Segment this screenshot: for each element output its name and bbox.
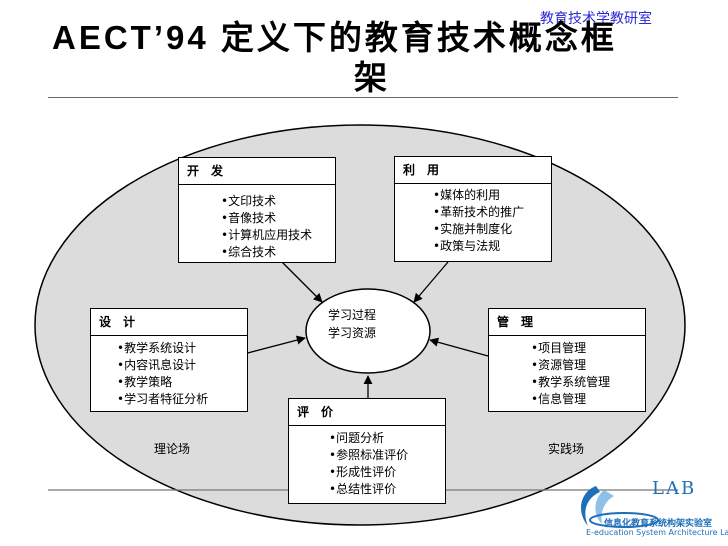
center-line-1: 学习过程 <box>328 308 377 322</box>
org-label: 教育技术学教研室 <box>540 11 652 27</box>
list-item: 综合技术 <box>221 244 312 261</box>
list-item: 文印技术 <box>221 193 312 210</box>
top-rule <box>48 97 678 98</box>
box-design-list: 教学系统设计 内容讯息设计 教学策略 学习者特征分析 <box>117 340 208 408</box>
box-utilization: 利 用 媒体的利用 革新技术的推广 实施并制度化 政策与法规 <box>394 156 552 262</box>
lab-logo: LAB 信息化教育系统构架实验室 E-education System Arch… <box>574 478 728 542</box>
list-item: 媒体的利用 <box>433 187 524 204</box>
box-development-label: 开 发 <box>179 158 335 185</box>
field-theory-label: 理论场 <box>154 442 191 456</box>
box-management-label: 管 理 <box>489 309 645 336</box>
list-item: 总结性评价 <box>329 481 408 498</box>
center-ellipse <box>305 288 431 374</box>
list-item: 参照标准评价 <box>329 447 408 464</box>
center-line-2: 学习资源 <box>328 326 377 340</box>
box-utilization-list: 媒体的利用 革新技术的推广 实施并制度化 政策与法规 <box>433 187 524 255</box>
list-item: 问题分析 <box>329 430 408 447</box>
box-development: 开 发 文印技术 音像技术 计算机应用技术 综合技术 <box>178 157 336 263</box>
list-item: 项目管理 <box>531 340 610 357</box>
lab-logo-mark <box>581 486 659 528</box>
list-item: 音像技术 <box>221 210 312 227</box>
arrow-design <box>239 335 306 356</box>
list-item: 革新技术的推广 <box>433 204 524 221</box>
box-management: 管 理 项目管理 资源管理 教学系统管理 信息管理 <box>488 308 646 412</box>
title-line-2: 架 <box>354 59 390 96</box>
center-text: 学习过程 学习资源 <box>328 306 376 342</box>
arrow-development <box>281 261 323 303</box>
box-design: 设 计 教学系统设计 内容讯息设计 教学策略 学习者特征分析 <box>90 308 248 412</box>
lab-logo-text: LAB <box>652 478 697 499</box>
box-design-label: 设 计 <box>91 309 247 336</box>
list-item: 教学系统设计 <box>117 340 208 357</box>
page-title: AECT’94 定义下的教育技术概念框 架 <box>52 18 692 98</box>
list-item: 教学系统管理 <box>531 374 610 391</box>
box-utilization-label: 利 用 <box>395 157 551 184</box>
list-item: 信息管理 <box>531 391 610 408</box>
arrow-management <box>429 337 489 357</box>
list-item: 政策与法规 <box>433 238 524 255</box>
box-development-list: 文印技术 音像技术 计算机应用技术 综合技术 <box>221 193 312 261</box>
list-item: 资源管理 <box>531 357 610 374</box>
list-item: 学习者特征分析 <box>117 391 208 408</box>
list-item: 内容讯息设计 <box>117 357 208 374</box>
list-item: 实施并制度化 <box>433 221 524 238</box>
lab-name-cn: 信息化教育系统构架实验室 <box>604 519 713 529</box>
box-evaluation-list: 问题分析 参照标准评价 形成性评价 总结性评价 <box>329 430 408 498</box>
title-line-1: AECT’94 定义下的教育技术概念框 <box>52 19 617 56</box>
arrow-utilization <box>413 261 449 303</box>
list-item: 形成性评价 <box>329 464 408 481</box>
list-item: 教学策略 <box>117 374 208 391</box>
box-evaluation: 评 价 问题分析 参照标准评价 形成性评价 总结性评价 <box>288 398 446 504</box>
lab-name-en: E-education System Architecture Lab <box>586 528 728 537</box>
list-item: 计算机应用技术 <box>221 227 312 244</box>
box-evaluation-label: 评 价 <box>289 399 445 426</box>
box-management-list: 项目管理 资源管理 教学系统管理 信息管理 <box>531 340 610 408</box>
field-practice-label: 实践场 <box>548 442 585 456</box>
